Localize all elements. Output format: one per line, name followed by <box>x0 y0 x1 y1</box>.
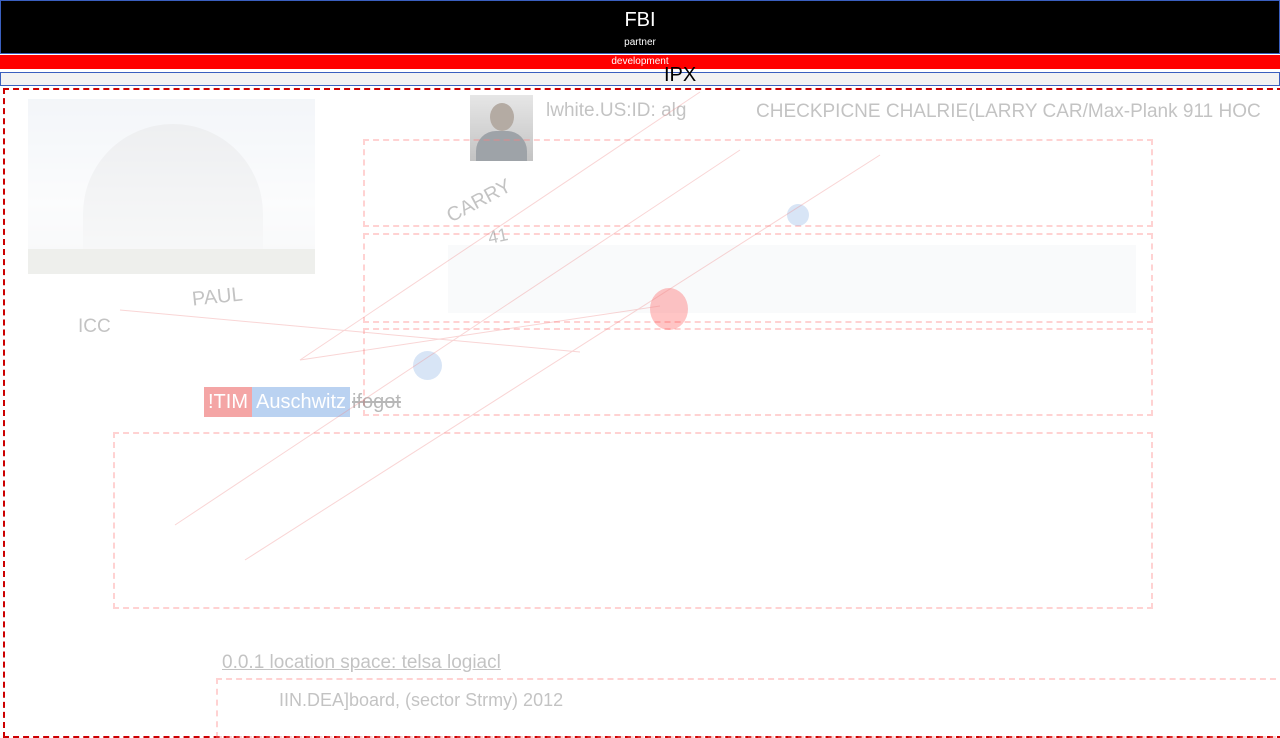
user-id-line: lwhite.US:ID: alg <box>546 100 687 121</box>
officer-avatar <box>470 95 533 161</box>
ipx-label: IPX <box>664 64 697 86</box>
carry-number: 41 <box>486 224 510 248</box>
tim-grey-label: ifogot <box>352 391 401 413</box>
location-text: 0.0.1 location space: telsa logiacl <box>222 652 501 673</box>
dashed-box-4[interactable] <box>113 432 1153 609</box>
dashed-box-1[interactable] <box>363 139 1153 227</box>
bottom-line-text: IIN.DEA]board, (sector Strmy) 2012 <box>279 690 564 710</box>
tim-red-label: !TIM <box>204 387 252 417</box>
secondary-bar-label <box>601 73 604 83</box>
tim-blue-label: Auschwitz <box>252 387 351 417</box>
blue-marker-2[interactable] <box>787 204 809 226</box>
icc-label: ICC <box>78 316 111 337</box>
app-header: FBI partner <box>0 0 1280 54</box>
header-title: FBI <box>624 9 656 31</box>
hangar-image <box>28 99 315 274</box>
dashed-box-3[interactable] <box>363 328 1153 416</box>
dashed-box-2[interactable] <box>363 233 1153 323</box>
red-marker[interactable] <box>650 288 688 330</box>
blue-marker-1[interactable] <box>413 351 442 380</box>
tim-label-group: !TIM Auschwitz ifogot <box>204 387 403 417</box>
secondary-bar[interactable] <box>0 72 1280 86</box>
checkpoint-text: CHECKPICNE CHALRIE(LARRY CAR/Max-Plank 9… <box>756 101 1261 122</box>
development-banner[interactable]: development <box>0 55 1280 69</box>
header-subtitle: partner <box>624 37 656 48</box>
inner-panel <box>448 245 1136 313</box>
